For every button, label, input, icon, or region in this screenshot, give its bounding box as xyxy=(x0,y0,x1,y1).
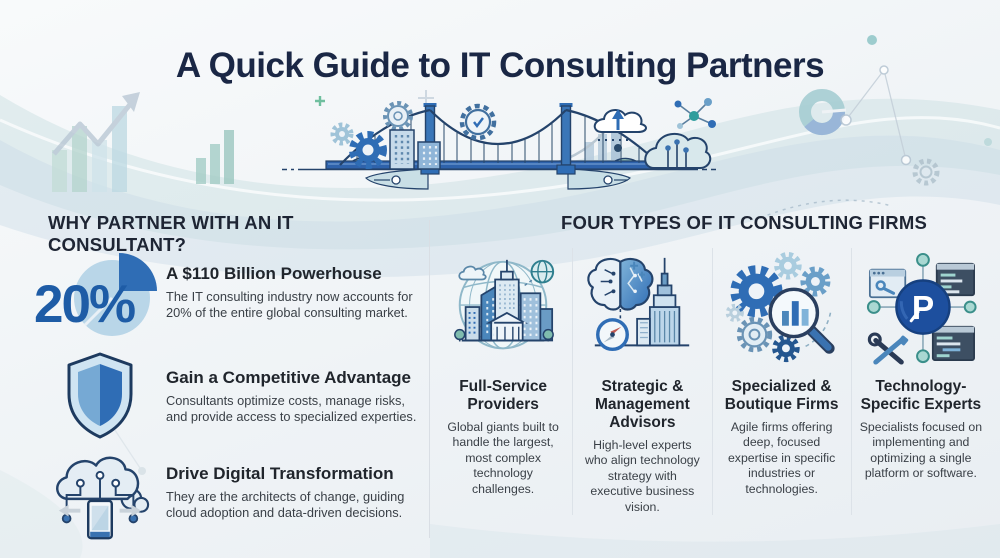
network-nodes-icon xyxy=(674,98,716,129)
donut-chart-decoration xyxy=(799,89,847,136)
transformation-item: Drive Digital Transformation They are th… xyxy=(34,440,426,546)
stat-heading: A $110 Billion Powerhouse xyxy=(166,264,382,283)
bar-chart-decoration xyxy=(52,92,140,192)
right-landmass xyxy=(567,168,632,190)
compass xyxy=(596,318,630,352)
gear-outline-icon xyxy=(912,158,940,186)
platform-logo-letter: P xyxy=(912,290,934,327)
transformation-body: They are the architects of change, guidi… xyxy=(166,489,405,521)
type-heading: Specialized & Boutique Firms xyxy=(724,378,839,413)
cloud-circuit-icon xyxy=(644,132,712,169)
sparkles xyxy=(630,261,646,278)
brain xyxy=(587,258,654,311)
small-bar-chart-decoration xyxy=(196,130,234,184)
type-column-full-service: Full-Service Providers Global giants bui… xyxy=(434,248,572,515)
gears-magnifier-icon xyxy=(725,251,835,363)
brain-compass-skyscraper-icon xyxy=(587,257,690,352)
wrench-window xyxy=(868,268,907,299)
type-heading: Strategic & Management Advisors xyxy=(595,378,690,431)
shield-icon xyxy=(67,352,133,439)
type-column-specialized: Specialized & Boutique Firms Agile firms… xyxy=(711,248,851,516)
platform-network-tools-icon: P xyxy=(866,252,977,365)
mini-globe-icon xyxy=(530,259,555,284)
type-column-strategic: Strategic & Management Advisors High-lev… xyxy=(572,248,711,516)
gear-icon xyxy=(730,265,783,318)
cloud-small-icon xyxy=(458,265,487,281)
type-body: Agile firms offering deep, focused exper… xyxy=(727,419,836,496)
section-divider xyxy=(429,220,430,538)
page-title: A Quick Guide to IT Consulting Partners xyxy=(175,46,825,85)
code-window xyxy=(935,262,975,297)
globe-city-icon xyxy=(454,259,555,350)
firm-types-section: FOUR TYPES OF IT CONSULTING FIRMS xyxy=(434,212,990,516)
advantage-body: Consultants optimize costs, manage risks… xyxy=(166,393,417,425)
crossed-tools-icon xyxy=(867,332,909,365)
type-column-technology: P Technology-Specific Experts Specialist… xyxy=(850,248,990,516)
type-body: Specialists focused on implementing and … xyxy=(859,419,983,481)
cloud-device-icon xyxy=(56,456,150,540)
type-body: High-level experts who align technology … xyxy=(584,437,700,514)
type-body: Global giants built to handle the larges… xyxy=(447,419,559,496)
advantage-item: Gain a Competitive Advantage Consultants… xyxy=(34,348,426,442)
types-section-header: FOUR TYPES OF IT CONSULTING FIRMS xyxy=(561,212,927,233)
type-heading: Technology-Specific Experts xyxy=(860,378,982,413)
magnifier xyxy=(768,287,835,354)
stat-body: The IT consulting industry now accounts … xyxy=(166,289,413,321)
platform-logo-circle xyxy=(895,279,951,335)
why-section-header: WHY PARTNER WITH AN IT CONSULTANT? xyxy=(48,212,294,255)
code-window xyxy=(931,325,975,362)
advantage-heading: Gain a Competitive Advantage xyxy=(166,368,411,387)
why-partner-section: WHY PARTNER WITH AN IT CONSULTANT? 20% A… xyxy=(34,212,426,552)
type-heading: Full-Service Providers xyxy=(459,378,548,413)
transformation-heading: Drive Digital Transformation xyxy=(166,464,394,483)
bridge-illustration xyxy=(282,96,718,190)
pie-chart-icon xyxy=(74,253,157,336)
stat-value: 20% xyxy=(34,275,136,334)
stat-item: 20% A $110 Billion Powerhouse The IT con… xyxy=(34,252,426,348)
